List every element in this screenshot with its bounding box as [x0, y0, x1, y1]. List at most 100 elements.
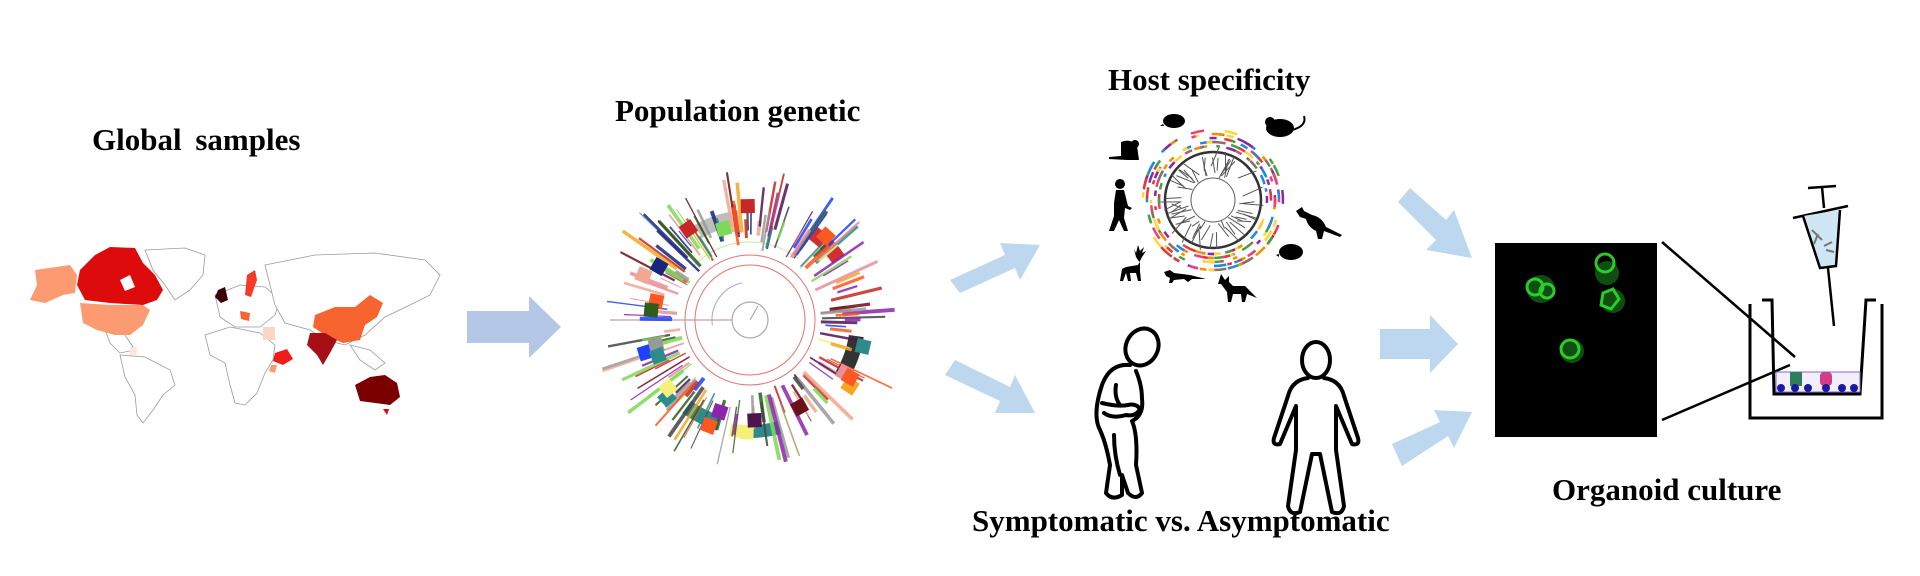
host-annotation-mark: [1157, 170, 1165, 181]
host-annotation-mark: [1281, 189, 1285, 204]
tree-leaf-branch: [733, 413, 739, 436]
goblet-cell: [1790, 372, 1802, 386]
map-region-kenya: [269, 365, 277, 373]
tree-leaf-branch: [696, 392, 716, 429]
host-annotation-mark: [1186, 149, 1193, 154]
host-tree-branch: [1210, 145, 1221, 167]
tree-leaf-branch: [779, 403, 801, 457]
map-region-canada: [77, 247, 163, 305]
host-tree-outer-ring: [1163, 150, 1263, 250]
tree-leaf-branch: [758, 187, 765, 227]
arrow-from-asymptomatic-to-organoid: [1392, 410, 1472, 466]
arrow-to-population: [467, 296, 561, 358]
host-annotation-mark: [1163, 173, 1167, 178]
host-annotation-mark: [1184, 151, 1189, 155]
tree-leaf-branch: [802, 373, 830, 401]
map-region-ethiopia: [273, 349, 293, 365]
tree-leaf-branch: [835, 271, 861, 285]
host-tree-branch: [1209, 233, 1214, 249]
world-map: [30, 247, 441, 424]
host-annotation-mark: [1272, 172, 1279, 185]
tree-leaf-block: [648, 346, 667, 365]
symptomatic-person-icon: [1094, 326, 1161, 500]
host-tree-branch: [1243, 213, 1257, 221]
tree-leaf-branch: [773, 385, 786, 413]
host-tree-branch: [1198, 229, 1201, 250]
tree-leaf-branch: [798, 210, 829, 251]
host-annotation-mark: [1159, 231, 1168, 242]
tree-leaf-block: [658, 378, 678, 399]
host-annotation-mark: [1168, 156, 1175, 163]
host-annotation-mark: [1255, 160, 1261, 166]
map-region-canada-hudson: [120, 275, 135, 291]
host-annotation-mark: [1234, 259, 1240, 264]
organoid-cell: [1594, 252, 1616, 274]
host-annotation-mark: [1142, 178, 1148, 190]
tree-ring: [711, 282, 743, 326]
host-tree-branch: [1230, 215, 1243, 222]
host-annotation-mark: [1241, 256, 1254, 265]
host-annotation-mark: [1247, 250, 1255, 258]
host-tree-branch: [1165, 197, 1182, 199]
tree-leaf-branch: [760, 402, 769, 447]
host-tree-branch: [1200, 225, 1211, 241]
hedgehog-icon: [1276, 244, 1303, 260]
tree-leaf-branch: [621, 351, 681, 382]
tree-leaf-branch: [818, 244, 839, 262]
symptomatic-title: Symptomatic vs. Asymptomatic: [972, 503, 1390, 538]
host-annotation-mark: [1150, 209, 1155, 219]
host-tree-branch: [1171, 174, 1183, 187]
tree-leaf-branch: [657, 219, 702, 268]
host-tree-inner-ring: [1190, 177, 1236, 223]
tree-leaf-branch: [820, 320, 858, 325]
tree-leaf-branch: [825, 324, 846, 328]
map-region-central-america: [130, 347, 137, 355]
host-annotation-mark: [1257, 222, 1263, 231]
host-tree-branch: [1169, 179, 1185, 187]
kangaroo-icon: [1296, 207, 1342, 239]
hedgehog-top-icon: [1160, 114, 1185, 128]
host-annotation-mark: [1249, 230, 1259, 240]
map-region-sweden: [245, 270, 257, 297]
tree-leaf-branch: [837, 284, 858, 294]
host-tree-branch: [1218, 158, 1231, 179]
tree-leaf-branch: [654, 384, 693, 427]
host-tree-branch: [1220, 161, 1236, 177]
tree-leaf-branch: [777, 221, 786, 240]
host-specificity-title: Host specificity: [1108, 62, 1311, 97]
host-annotation-mark: [1255, 246, 1266, 257]
tree-leaf-branch: [722, 179, 736, 233]
tree-leaf-block: [747, 413, 762, 428]
host-annotation-mark: [1162, 248, 1173, 258]
syringe-icon: [1792, 184, 1849, 327]
tree-leaf-branch: [842, 307, 895, 316]
host-annotation-mark: [1180, 252, 1186, 257]
tree-leaf-branch: [731, 406, 738, 437]
beaver-icon: [1109, 140, 1139, 160]
host-tree-branch: [1237, 209, 1253, 214]
host-annotation-mark: [1148, 171, 1155, 184]
host-tree-branch: [1177, 186, 1193, 190]
map-region-india: [307, 333, 337, 365]
ferret-icon: [1164, 270, 1206, 283]
host-annotation-mark: [1224, 254, 1231, 259]
host-annotation-mark: [1245, 156, 1251, 162]
host-tree-branch: [1224, 226, 1241, 243]
host-annotation-mark: [1264, 159, 1271, 168]
tree-leaf-branch: [663, 328, 681, 333]
tree-leaf-branch: [829, 302, 871, 312]
host-tree-branch: [1227, 216, 1246, 229]
host-annotation-mark: [1146, 161, 1156, 175]
host-tree-branch: [1178, 169, 1189, 179]
tree-leaf-branch: [638, 237, 686, 273]
tree-leaf-branch: [830, 357, 893, 389]
host-annotation-mark: [1247, 153, 1254, 159]
host-tree-branch: [1193, 226, 1202, 235]
host-annotation-mark: [1199, 267, 1207, 271]
host-annotation-mark: [1231, 139, 1236, 144]
organoid-micrograph: [1495, 243, 1657, 437]
tree-ring: [692, 241, 799, 268]
tree-leaf-block: [740, 199, 755, 214]
host-annotation-mark: [1264, 187, 1268, 192]
tree-leaf-branch: [678, 230, 692, 247]
